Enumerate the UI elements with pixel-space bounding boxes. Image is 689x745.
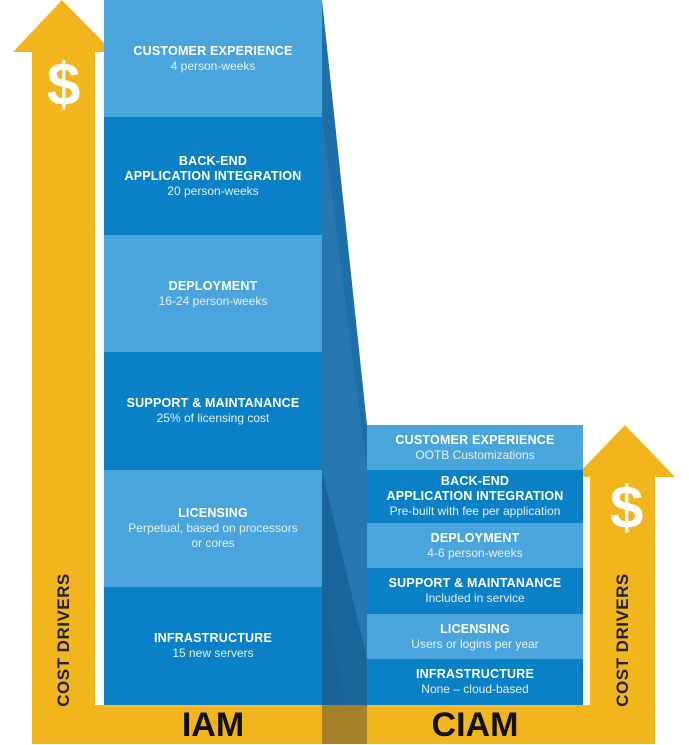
block-detail: 15 new servers bbox=[172, 646, 254, 660]
connector-dark bbox=[322, 470, 367, 705]
block-title: INFRASTRUCTURE bbox=[153, 631, 273, 645]
cost-drivers-label: COST DRIVERS bbox=[54, 573, 73, 707]
block-detail: 20 person-weeks bbox=[167, 183, 259, 198]
block-detail: Pre-built with fee per application bbox=[389, 504, 561, 518]
block-title: APPLICATION INTEGRATION bbox=[124, 168, 302, 183]
block-detail: 4 person-weeks bbox=[170, 58, 256, 73]
left-cost-arrow bbox=[13, 0, 113, 744]
block-detail: Perpetual, based on processors or cores bbox=[128, 521, 298, 550]
block-detail: 4-6 person-weeks bbox=[427, 545, 523, 560]
block-title: DEPLOYMENT bbox=[430, 530, 520, 545]
block-title: APPLICATION INTEGRATION bbox=[386, 489, 564, 503]
block-title: SUPPORT & MAINTANANCE bbox=[388, 576, 562, 590]
block-detail: None – cloud-based bbox=[421, 682, 529, 696]
block-title: SUPPORT & MAINTANANCE bbox=[126, 396, 300, 410]
block-detail: Included in service bbox=[425, 591, 525, 605]
iam-label: IAM bbox=[181, 706, 245, 744]
block-detail: 25% of licensing cost bbox=[156, 411, 270, 425]
block-detail: OOTB Customizations bbox=[415, 447, 535, 462]
block-title: LICENSING bbox=[440, 621, 510, 636]
block-title: BACK-END bbox=[440, 474, 510, 488]
block-title: INFRASTRUCTURE bbox=[415, 667, 535, 681]
ciam-label: CIAM bbox=[431, 706, 519, 744]
block-detail: Users or logins per year bbox=[411, 636, 539, 651]
dollar-icon: $ bbox=[47, 51, 81, 118]
right-cost-arrow bbox=[575, 425, 675, 744]
dollar-icon: $ bbox=[610, 474, 644, 541]
cost-drivers-label: COST DRIVERS bbox=[613, 573, 632, 707]
block-title: CUSTOMER EXPERIENCE bbox=[395, 432, 555, 447]
block-title: DEPLOYMENT bbox=[168, 278, 258, 293]
block-title: BACK-END bbox=[178, 153, 248, 168]
block-title: LICENSING bbox=[178, 506, 248, 520]
bottom-band-shadow bbox=[322, 705, 367, 744]
block-detail: 16-24 person-weeks bbox=[158, 293, 268, 308]
block-title: CUSTOMER EXPERIENCE bbox=[133, 43, 293, 58]
